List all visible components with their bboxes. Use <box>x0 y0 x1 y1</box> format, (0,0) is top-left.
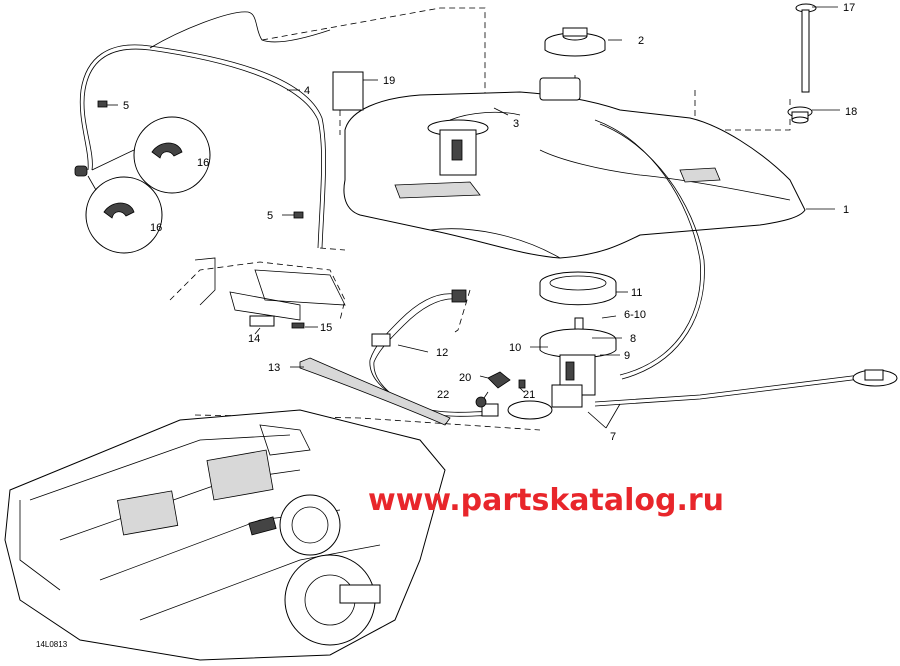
callout-11: 11 <box>631 287 642 299</box>
gauge-grommet <box>787 106 813 124</box>
diagram-code: 14L0813 <box>36 640 68 649</box>
fuel-gauge-rod <box>795 3 817 93</box>
screw-lower <box>293 211 304 219</box>
lock-ring <box>539 271 617 306</box>
float-arm <box>594 369 898 407</box>
fuel-tank <box>343 77 806 259</box>
retainer-clip <box>487 371 511 389</box>
callout-15: 15 <box>320 322 332 334</box>
callout-9: 9 <box>624 350 630 362</box>
tank-fuel-pump <box>427 119 489 176</box>
callout-12: 12 <box>436 347 448 359</box>
callout-7: 7 <box>610 431 616 443</box>
clamp-detail-circle-a <box>133 116 211 194</box>
callout-1: 1 <box>843 204 849 216</box>
retainer-screw <box>518 379 526 389</box>
engine-block <box>4 409 446 661</box>
callout-6-10: 6-10 <box>624 309 646 321</box>
clamp-detail-circle-b <box>85 176 163 254</box>
fuel-cap <box>544 27 606 57</box>
callout-5-lower: 5 <box>267 210 273 222</box>
callout-3: 3 <box>513 118 519 130</box>
callout-labels: 1 2 3 4 5 5 6-10 7 8 9 10 11 12 13 14 15… <box>123 2 857 443</box>
callout-22: 22 <box>437 389 449 401</box>
callout-2: 2 <box>638 35 644 47</box>
callout-21: 21 <box>523 389 535 401</box>
callout-19: 19 <box>383 75 395 87</box>
callout-16-upper: 16 <box>197 157 209 169</box>
protector-sleeve <box>299 357 451 426</box>
dashed-guide-top <box>261 7 486 120</box>
leader-lines <box>107 6 840 429</box>
frame-reference <box>169 257 346 321</box>
retainer-nut <box>475 396 487 408</box>
hose-clip <box>249 315 275 327</box>
callout-4: 4 <box>304 85 310 97</box>
callout-5-upper: 5 <box>123 100 129 112</box>
callout-20: 20 <box>459 372 471 384</box>
fuel-pump-module <box>507 317 617 420</box>
callout-14: 14 <box>248 333 260 345</box>
fuel-line-12 <box>369 289 499 417</box>
screw-upper <box>97 100 108 108</box>
fuel-line-hose <box>74 11 331 249</box>
callout-16-lower: 16 <box>150 222 162 234</box>
clip-screw <box>291 322 305 329</box>
label-sticker <box>332 71 364 111</box>
hose-end-plug <box>74 165 88 177</box>
watermark: www.partskatalog.ru <box>368 483 724 518</box>
callout-18: 18 <box>845 106 857 118</box>
callout-13: 13 <box>268 362 280 374</box>
callout-17: 17 <box>843 2 855 14</box>
filler-neck <box>539 77 581 101</box>
callout-8: 8 <box>630 333 636 345</box>
callout-10: 10 <box>509 342 521 354</box>
